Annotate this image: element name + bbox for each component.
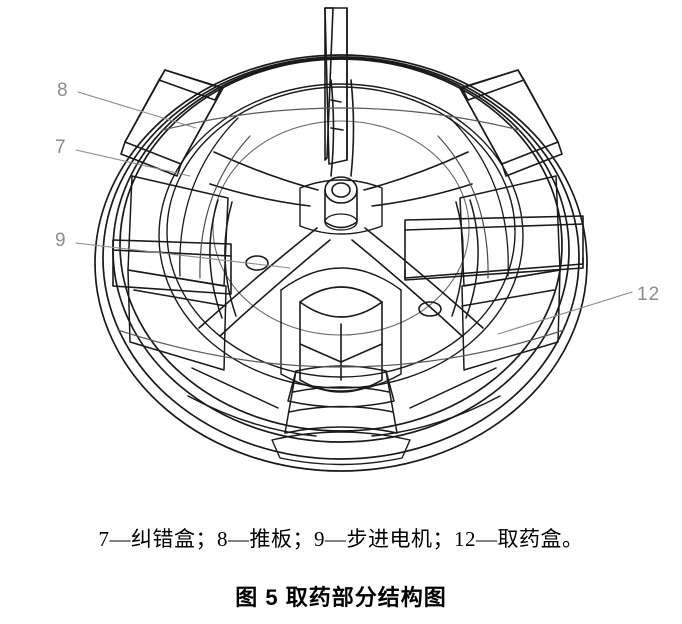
figure-title: 图 5 取药部分结构图 — [235, 585, 447, 610]
carousel-line-drawing — [75, 7, 633, 472]
inner-ribs — [179, 117, 509, 319]
leader-line-12 — [497, 291, 633, 335]
callout-label-7: 7 — [55, 137, 67, 158]
ring-web — [117, 107, 565, 368]
figure-legend: 7—纠错盒；8—推板；9—步进电机；12—取药盒。 — [98, 527, 584, 551]
pusher-plate-left — [112, 239, 232, 295]
figure-caption-block: 7—纠错盒；8—推板；9—步进电机；12—取药盒。 图 5 取药部分结构图 — [0, 500, 682, 624]
center-hub — [299, 176, 383, 235]
leader-line-7 — [75, 149, 191, 177]
leader-line-9 — [75, 242, 291, 269]
pusher-plate-upper-right — [459, 69, 563, 177]
callout-label-8: 8 — [57, 80, 69, 101]
pusher-plate-top — [324, 7, 348, 165]
leader-line-8 — [77, 91, 197, 129]
callout-leaders — [75, 91, 633, 335]
radial-spokes — [198, 79, 484, 337]
callout-label-9: 9 — [55, 230, 67, 251]
callout-label-12: 12 — [637, 284, 661, 305]
pusher-plate-right — [404, 215, 584, 281]
outer-ring — [94, 54, 588, 472]
compartment-dividers — [127, 175, 561, 437]
figure-drawing-area: 8 7 9 12 — [55, 7, 661, 472]
pusher-plate-upper-left — [120, 69, 224, 177]
